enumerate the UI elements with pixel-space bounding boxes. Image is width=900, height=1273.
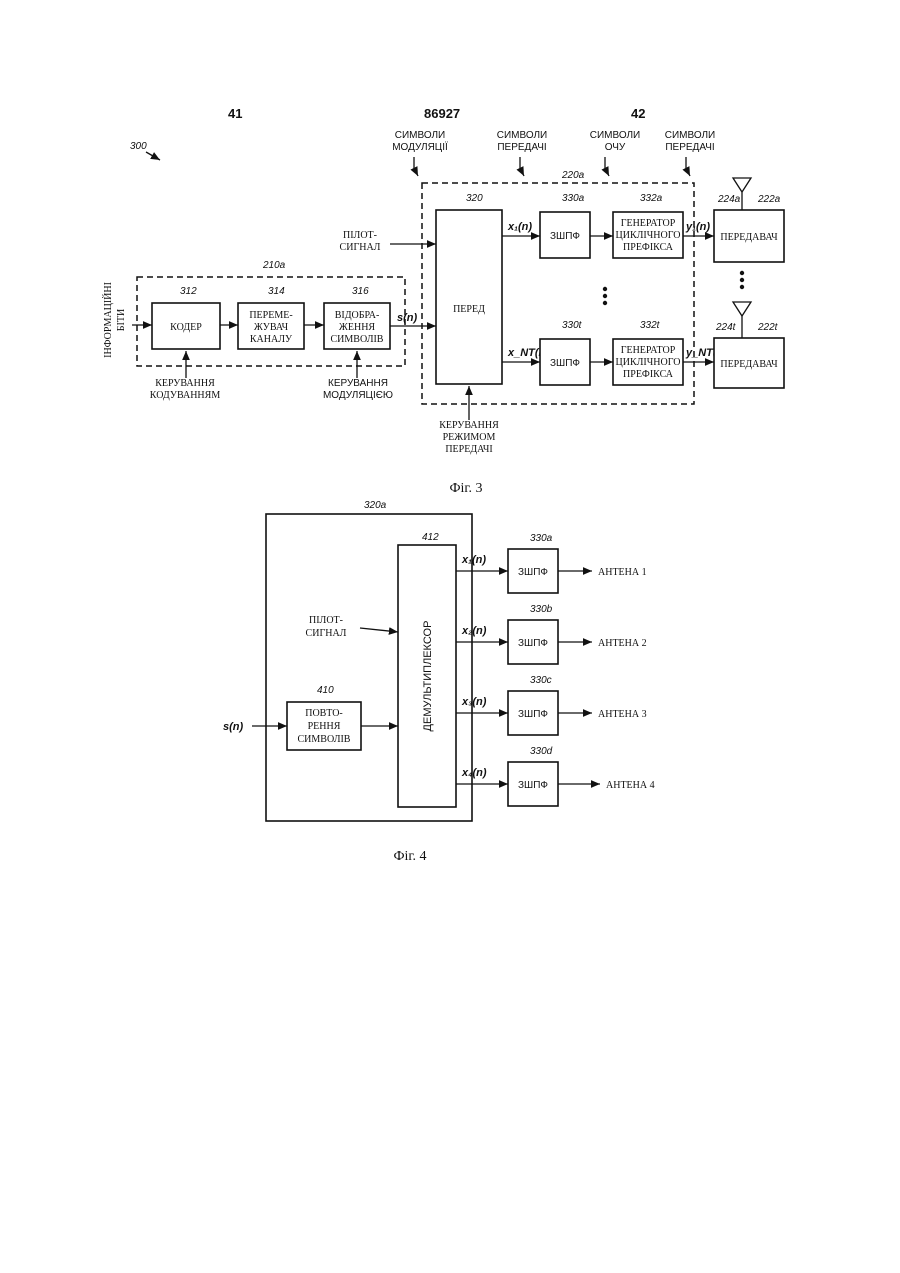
cp-top-label-3: ПРЕФІКСА <box>623 242 674 253</box>
fig4-pilot-label-1: ПІЛОТ- <box>309 615 343 626</box>
cp-bottom-label-1: ГЕНЕРАТОР <box>621 345 676 356</box>
tx-mode-control-2: РЕЖИМОМ <box>443 432 496 443</box>
modulation-control-1: КЕРУВАННЯ <box>328 378 388 389</box>
ref-410: 410 <box>317 685 334 696</box>
repeat-label-3: СИМВОЛІВ <box>298 734 351 745</box>
interleaver-label-3: КАНАЛУ <box>250 334 293 345</box>
repeat-label-2: РЕННЯ <box>308 721 341 732</box>
ref-330a-fig3: 330a <box>562 193 585 204</box>
tx-processor-label: ПЕРЕД <box>453 304 485 315</box>
idft-bottom-label: ЗШПФ <box>550 358 580 369</box>
signal-x1: x₁(n) <box>507 221 532 233</box>
antenna-2-label: АНТЕНА 2 <box>598 638 647 649</box>
tx-mode-control-1: КЕРУВАННЯ <box>439 420 499 431</box>
transmitter-top-label: ПЕРЕДАВАЧ <box>720 232 778 243</box>
signal-s-n: s(n) <box>397 312 418 324</box>
label-tx-symbols-1a: СИМВОЛИ <box>497 130 548 141</box>
ref-320: 320 <box>466 193 483 204</box>
ref-224a: 224a <box>717 194 741 205</box>
label-mod-symbols-2: МОДУЛЯЦІЇ <box>392 141 448 153</box>
ref-300: 300 <box>130 141 147 152</box>
ref-330a-fig4: 330a <box>530 533 553 544</box>
label-ofdm-symbols-2: ОЧУ <box>605 142 626 153</box>
pilot-label-1: ПІЛОТ- <box>343 230 377 241</box>
label-mod-symbols-1: СИМВОЛИ <box>395 130 446 141</box>
coding-control-1: КЕРУВАННЯ <box>155 378 215 389</box>
idft-3-label: ЗШПФ <box>518 709 548 720</box>
fig4-x2: x₂(n) <box>461 625 487 637</box>
fig4-x1: x₁(n) <box>461 554 486 566</box>
signal-y1: y₁(n) <box>685 221 710 233</box>
ref-222t: 222t <box>757 322 779 333</box>
ref-332t: 332t <box>640 320 661 331</box>
tx-processor-block <box>436 210 502 384</box>
fig4-x4: x₄(n) <box>461 767 487 779</box>
ref-330b: 330b <box>530 604 553 615</box>
ref-224t: 224t <box>715 322 737 333</box>
ref-316: 316 <box>352 286 369 297</box>
ref-330c: 330c <box>530 675 552 686</box>
antenna-1-label: АНТЕНА 1 <box>598 567 647 578</box>
mapper-label-3: СИМВОЛІВ <box>331 334 384 345</box>
label-tx-symbols-2b: ПЕРЕДАЧІ <box>665 142 714 153</box>
info-bits-label-2: БІТИ <box>116 309 127 331</box>
label-tx-symbols-1b: ПЕРЕДАЧІ <box>497 142 546 153</box>
antenna-icon-bottom <box>733 302 751 338</box>
info-bits-label-1: ІНФОРМАЦІЙНІ <box>102 282 114 358</box>
interleaver-label-2: ЖУВАЧ <box>254 322 289 333</box>
fig4-pilot-label-2: СИГНАЛ <box>306 628 347 639</box>
idft-2-label: ЗШПФ <box>518 638 548 649</box>
demultiplexer-label: ДЕМУЛЬТИПЛЕКСОР <box>422 621 434 732</box>
label-ofdm-symbols-1: СИМВОЛИ <box>590 130 641 141</box>
ref-222a: 222a <box>757 194 781 205</box>
idft-4-label: ЗШПФ <box>518 780 548 791</box>
figure-3-caption: Фіг. 3 <box>449 481 482 496</box>
antenna-3-label: АНТЕНА 3 <box>598 709 647 720</box>
mapper-label-2: ЖЕННЯ <box>339 322 376 333</box>
ref-220a: 220a <box>561 170 585 181</box>
ref-210a: 210a <box>262 260 286 271</box>
coder-label: КОДЕР <box>170 322 202 333</box>
ref-320a: 320a <box>364 500 387 511</box>
idft-top-label: ЗШПФ <box>550 231 580 242</box>
cp-bottom-label-3: ПРЕФІКСА <box>623 369 674 380</box>
ref-314: 314 <box>268 286 285 297</box>
mapper-label-1: ВІДОБРА- <box>335 310 380 321</box>
ref-332a: 332a <box>640 193 663 204</box>
fig4-x3: x₃(n) <box>461 696 487 708</box>
antenna-4-label: АНТЕНА 4 <box>606 780 655 791</box>
label-tx-symbols-2a: СИМВОЛИ <box>665 130 716 141</box>
ref-412: 412 <box>422 532 439 543</box>
coding-control-2: КОДУВАННЯМ <box>150 390 221 401</box>
tx-mode-control-3: ПЕРЕДАЧІ <box>445 444 492 455</box>
pilot-label-2: СИГНАЛ <box>340 242 381 253</box>
figure-4-caption: Фіг. 4 <box>393 849 426 864</box>
idft-1-label: ЗШПФ <box>518 567 548 578</box>
repeat-label-1: ПОВТО- <box>305 708 343 719</box>
transmitter-bottom-label: ПЕРЕДАВАЧ <box>720 359 778 370</box>
ref-330t-fig3: 330t <box>562 320 583 331</box>
fig4-signal-s-n: s(n) <box>223 721 244 733</box>
cp-bottom-label-2: ЦИКЛІЧНОГО <box>616 357 681 368</box>
cp-top-label-2: ЦИКЛІЧНОГО <box>616 230 681 241</box>
ref-312: 312 <box>180 286 197 297</box>
interleaver-label-1: ПЕРЕМЕ- <box>249 310 292 321</box>
modulation-control-2: МОДУЛЯЦІЄЮ <box>323 390 393 401</box>
cp-top-label-1: ГЕНЕРАТОР <box>621 218 676 229</box>
ref-330d: 330d <box>530 746 553 757</box>
